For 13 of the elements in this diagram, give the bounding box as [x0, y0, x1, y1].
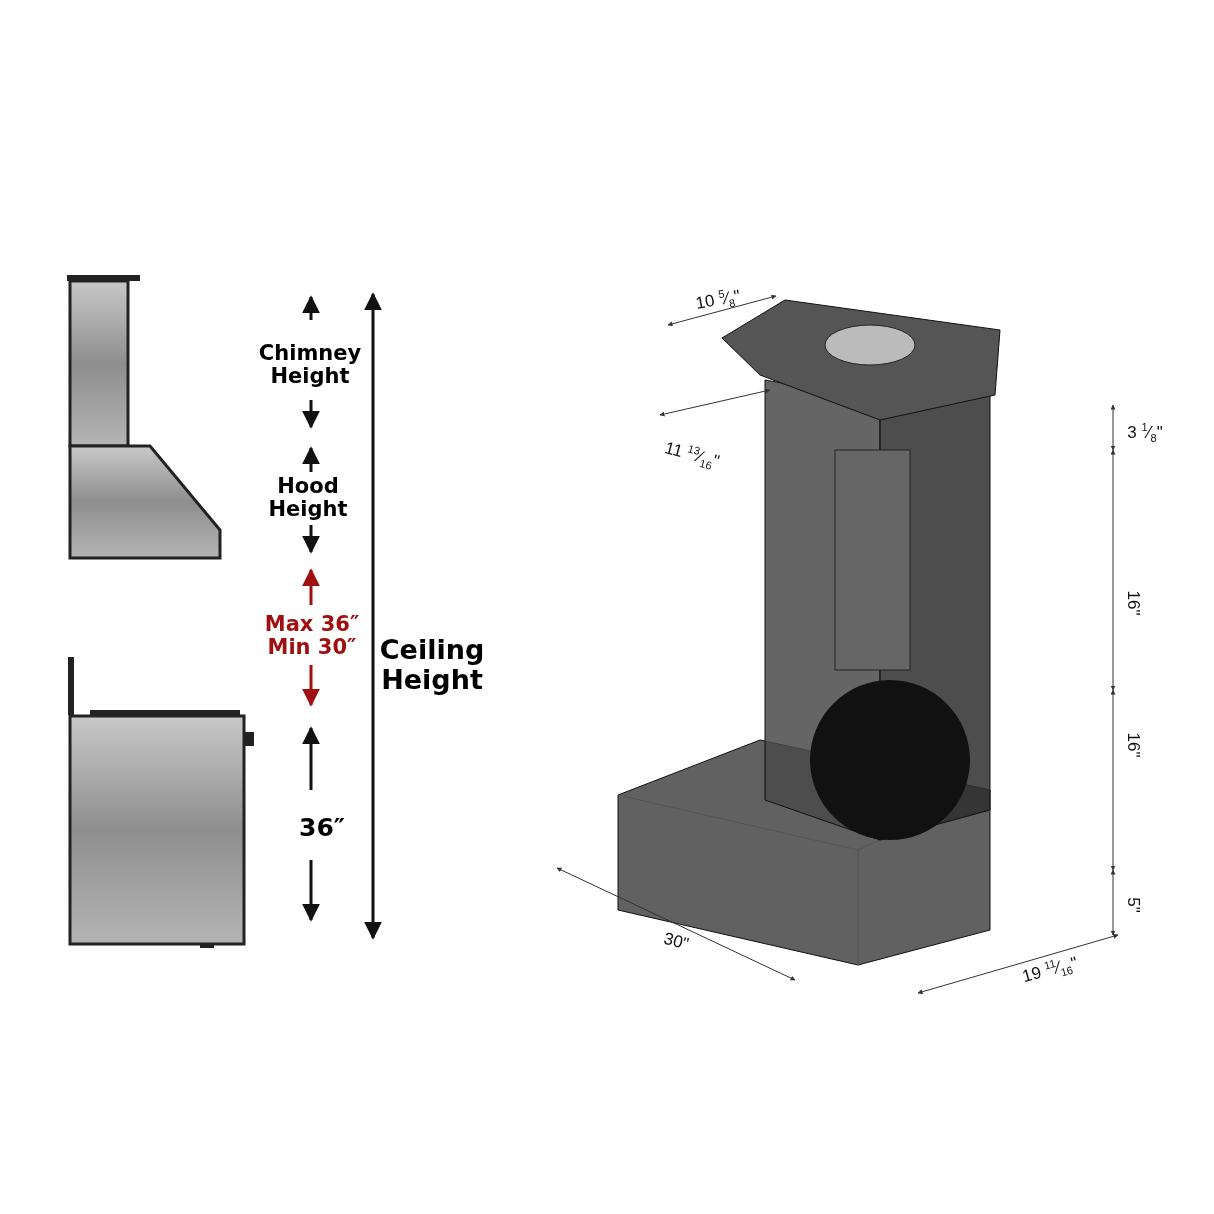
dimension-label: 16" — [1123, 590, 1143, 616]
dimension-label: 10 $^{5}$⁄$_{8}$" — [693, 285, 743, 315]
height-label: Hood Height — [267, 474, 349, 522]
dimension-label: 30" — [661, 929, 691, 955]
height-label: Chimney Height — [257, 341, 363, 389]
dimension-label: 5" — [1123, 897, 1143, 913]
dimension-label: 3 $^{1}$⁄$_{8}$" — [1127, 421, 1163, 445]
dimension-label: 19 $^{11}$⁄$_{16}$" — [1019, 952, 1081, 989]
dimension-label: 11 $^{13}$⁄$_{16}$" — [662, 437, 722, 474]
dimension-label: 16" — [1123, 732, 1143, 758]
height-label: 36″ — [298, 814, 346, 842]
clearance-label: Max 36″ Min 30″ — [263, 612, 361, 660]
height-label: Ceiling Height — [378, 635, 486, 695]
